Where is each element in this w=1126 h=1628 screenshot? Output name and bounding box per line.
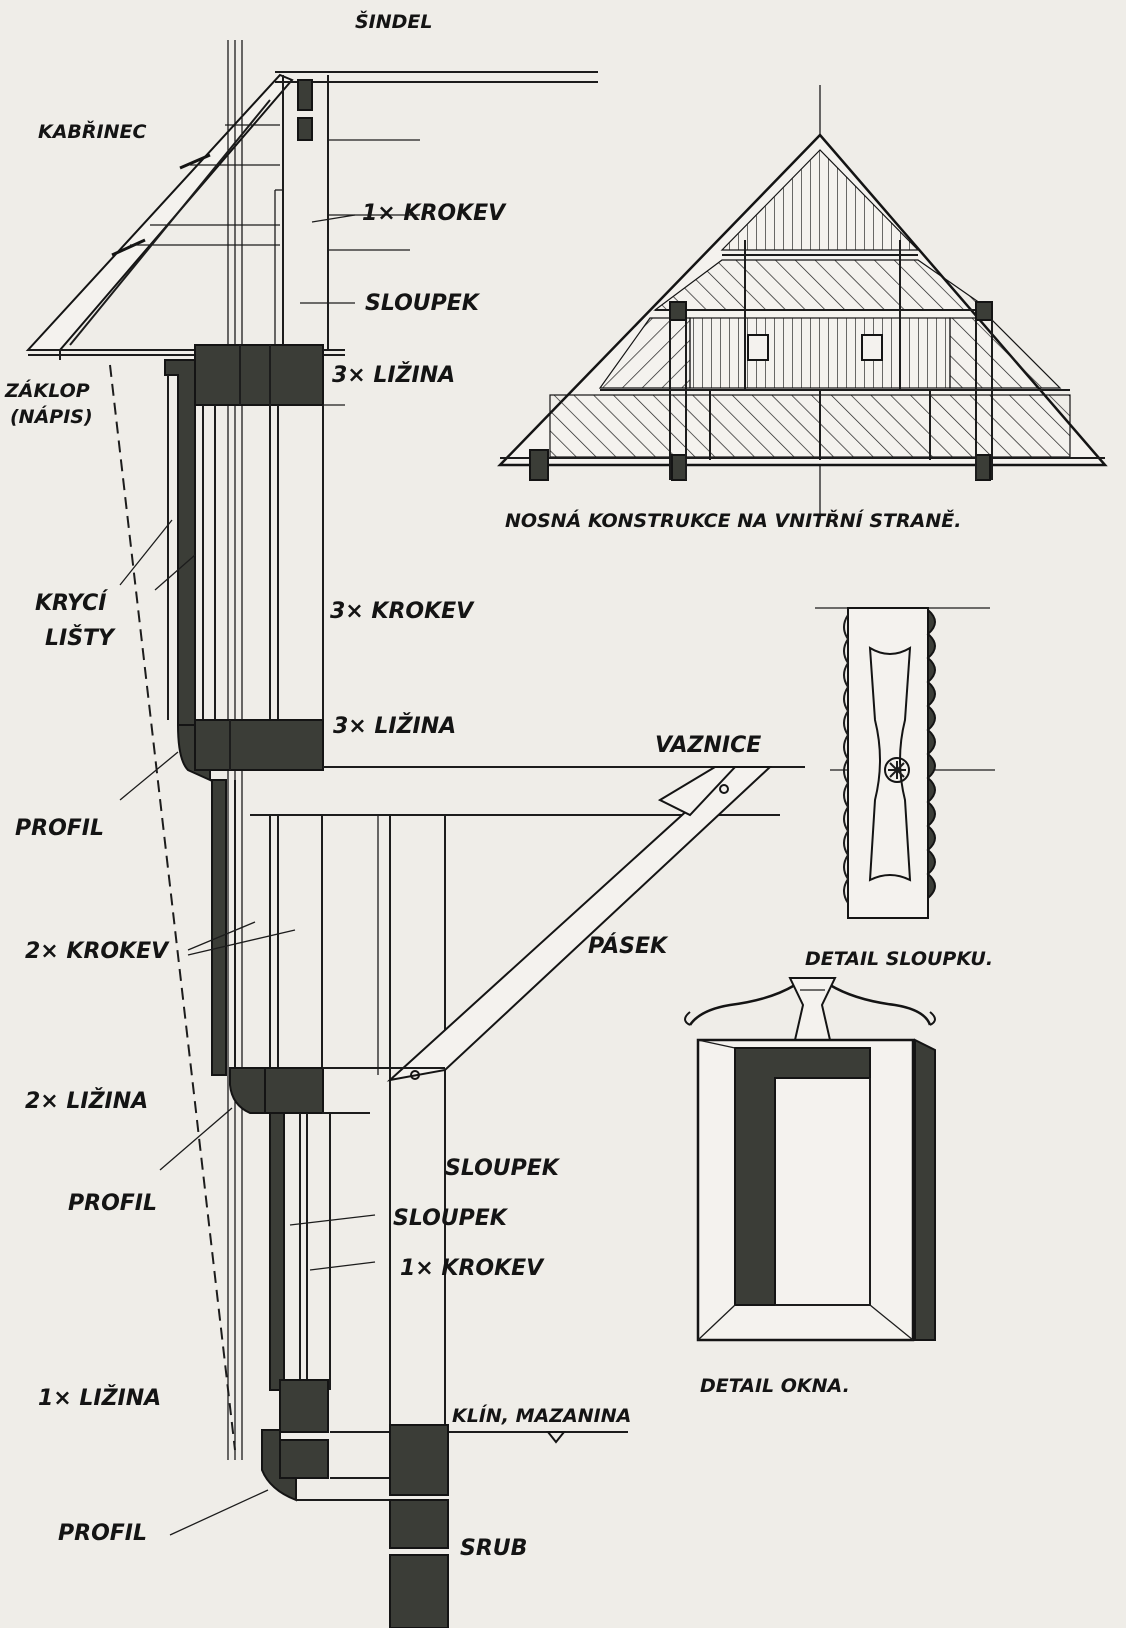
label-lizina-3-top: 3× LIŽINA [332,362,455,388]
labels: ŠINDEL KABŘINEC 1× KROKEV SLOUPEK 3× LIŽ… [4,9,993,1561]
caption-detail-sloupku: DETAIL SLOUPKU. [805,948,993,970]
label-krokev-3: 3× KROKEV [330,599,475,624]
label-zaklop: ZÁKLOP [4,379,90,402]
label-profil-1: PROFIL [15,816,104,841]
label-profil-2: PROFIL [68,1191,157,1216]
label-sloupek-top: SLOUPEK [365,291,481,316]
label-sindel: ŠINDEL [355,9,433,33]
label-lizina-2: 2× LIŽINA [25,1088,148,1114]
label-listy: LIŠTY [45,625,116,651]
label-profil-3: PROFIL [58,1521,147,1546]
label-kabrinec: KABŘINEC [38,120,146,143]
caption-detail-okna: DETAIL OKNA. [700,1375,850,1397]
caption-nosna: NOSNÁ KONSTRUKCE NA VNITŘNÍ STRANĚ. [505,509,961,532]
label-lizina-1: 1× LIŽINA [38,1385,161,1411]
label-sloupek-right: SLOUPEK [445,1156,561,1181]
label-lizina-3-mid: 3× LIŽINA [333,713,456,739]
label-napis: (NÁPIS) [10,405,93,428]
label-krokev-1-bottom: 1× KROKEV [400,1256,545,1281]
label-krokev-1-top: 1× KROKEV [362,201,507,226]
label-klin: KLÍN, MAZANINA [452,1404,631,1427]
label-kryci: KRYCÍ [35,590,108,616]
truss-elevation [497,85,1108,515]
post-detail [815,607,995,919]
label-pasek: PÁSEK [588,933,669,959]
label-srub: SRUB [460,1536,527,1561]
label-sloupek-mid: SLOUPEK [393,1206,509,1231]
window-detail [684,977,936,1342]
label-vaznice: VAZNICE [655,733,761,758]
gable-section [25,40,805,1628]
label-krokev-2: 2× KROKEV [25,939,170,964]
